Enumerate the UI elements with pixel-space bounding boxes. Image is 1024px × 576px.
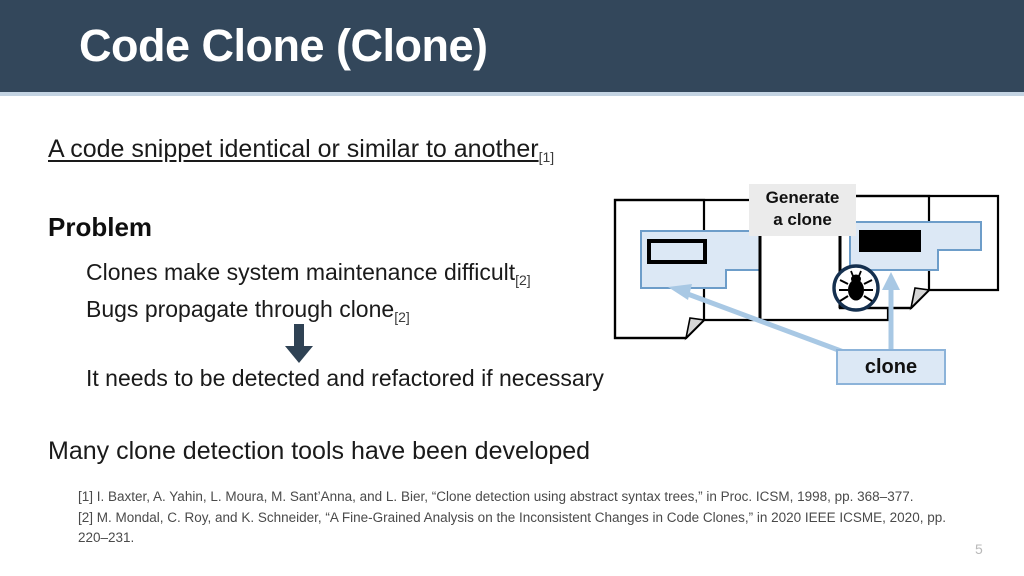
slide-header-bar [0,0,1024,92]
section-heading-problem: Problem [48,212,153,242]
clone-pointer-clone [882,272,900,352]
problem-bullet-3-text: It needs to be detected and refactored i… [86,365,604,391]
generate-clone-label-line2: a clone [773,210,832,229]
generate-clone-label: Generate a clone [749,184,856,236]
page-title: Code Clone (Clone) [79,20,488,71]
problem-bullet-2: Bugs propagate through clone[2] [86,295,410,326]
generate-clone-label-line1: Generate [765,188,840,207]
bug-icon [832,264,880,312]
clone-callout-box: clone [836,349,946,385]
reference-list: [1] I. Baxter, A. Yahin, L. Moura, M. Sa… [78,487,958,549]
reference-item-1: [1] I. Baxter, A. Yahin, L. Moura, M. Sa… [78,489,914,504]
lead-statement-ref: [1] [538,149,555,165]
header-accent-rule [0,92,1024,96]
reference-item-2: [2] M. Mondal, C. Roy, and K. Schneider,… [78,509,946,546]
problem-bullet-2-ref: [2] [394,309,410,325]
problem-bullet-3: It needs to be detected and refactored i… [86,364,604,392]
down-block-arrow-icon [283,324,315,364]
lead-statement: A code snippet identical or similar to a… [48,134,554,167]
page-number: 5 [975,541,983,557]
clone-generation-diagram [608,180,1008,395]
problem-bullet-1: Clones make system maintenance difficult… [86,258,531,289]
highlight-rect-clone [859,230,921,252]
problem-bullet-2-text: Bugs propagate through clone [86,296,395,322]
highlight-rect-original [647,239,707,264]
problem-bullet-1-text: Clones make system maintenance difficult [86,259,516,285]
final-statement: Many clone detection tools have been dev… [48,437,591,465]
problem-bullet-1-ref: [2] [515,272,531,288]
lead-statement-text: A code snippet identical or similar to a… [48,135,539,163]
